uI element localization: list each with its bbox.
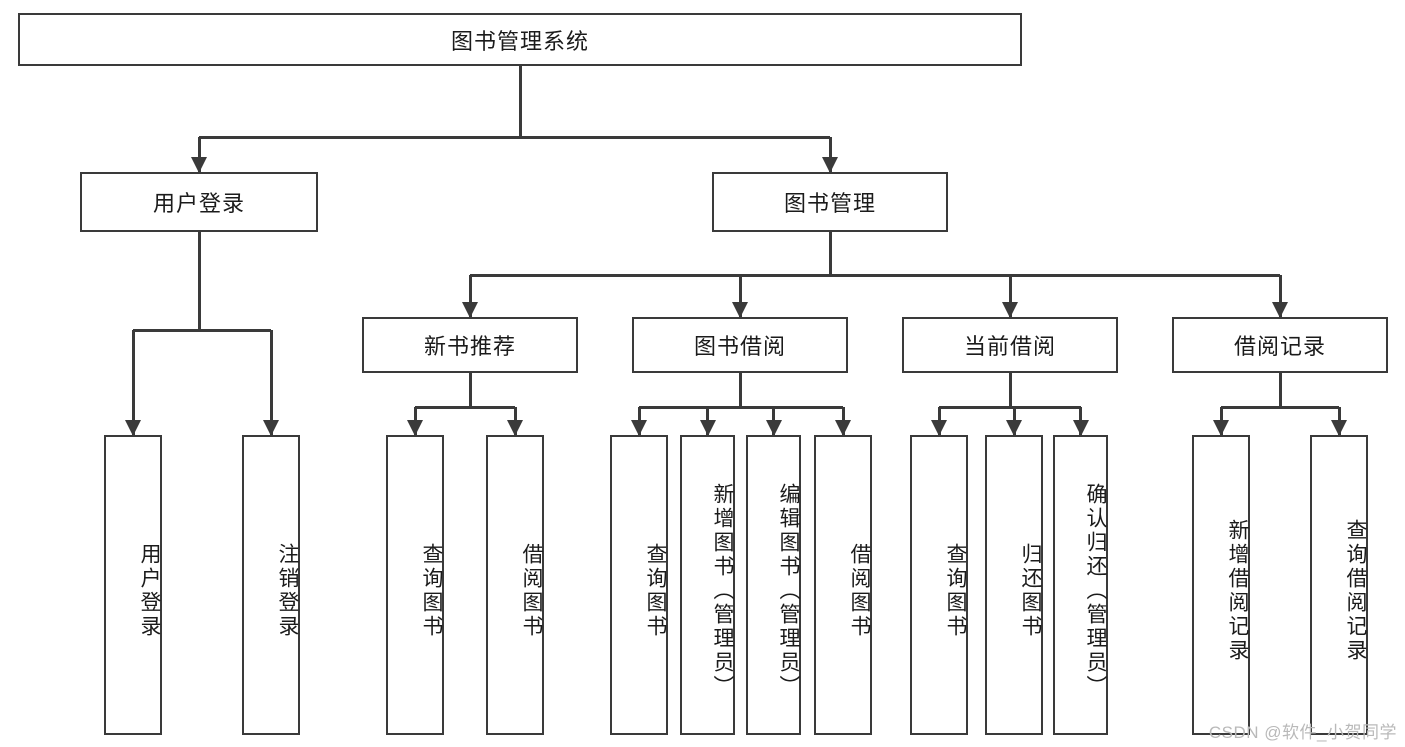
- connector-stem: [828, 232, 832, 275]
- node-leaf-6[interactable]: 编辑图书（管理员）: [746, 435, 801, 735]
- connector-drop: [828, 137, 832, 172]
- arrowhead-icon: [263, 420, 279, 436]
- arrowhead-icon: [699, 420, 716, 436]
- node-leaf-6-label: 编辑图书（管理员）: [777, 483, 800, 699]
- arrowhead-icon: [1213, 420, 1229, 436]
- node-leaf-5-label: 新增图书（管理员）: [711, 483, 734, 699]
- node-level2-1[interactable]: 图书管理: [712, 172, 948, 232]
- node-root-system[interactable]: 图书管理系统: [18, 13, 1022, 66]
- node-leaf-2-label: 查询图书: [420, 543, 443, 639]
- node-leaf-10-label: 确认归还（管理员）: [1084, 483, 1107, 699]
- connector-bus: [199, 135, 830, 139]
- node-level3-0[interactable]: 新书推荐: [362, 317, 578, 373]
- node-level3-3[interactable]: 借阅记录: [1172, 317, 1388, 373]
- connector-bus: [939, 405, 1081, 409]
- arrowhead-icon: [1331, 420, 1347, 436]
- arrowhead-icon: [631, 420, 647, 436]
- arrowhead-icon: [125, 420, 141, 436]
- connector-stem: [468, 373, 472, 407]
- arrowhead-icon: [407, 420, 423, 436]
- connector-stem: [738, 373, 742, 407]
- node-leaf-0[interactable]: 用户登录: [104, 435, 162, 735]
- connector-stem: [1278, 373, 1282, 407]
- node-leaf-5[interactable]: 新增图书（管理员）: [680, 435, 735, 735]
- connector-drop: [197, 137, 201, 172]
- connector-drop: [1008, 275, 1012, 317]
- arrowhead-icon: [835, 420, 851, 436]
- connector-drop: [738, 275, 742, 317]
- node-leaf-10[interactable]: 确认归还（管理员）: [1053, 435, 1108, 735]
- connector-stem: [518, 66, 522, 137]
- node-leaf-0-label: 用户登录: [138, 543, 161, 639]
- node-leaf-8-label: 查询图书: [944, 543, 967, 639]
- connector-drop: [269, 330, 273, 435]
- connector-drop: [131, 330, 135, 435]
- connector-drop: [1278, 275, 1282, 317]
- node-leaf-7[interactable]: 借阅图书: [814, 435, 872, 735]
- arrowhead-icon: [1002, 302, 1018, 318]
- connector-drop: [468, 275, 472, 317]
- node-leaf-9-label: 归还图书: [1019, 543, 1042, 639]
- connector-bus: [415, 405, 515, 409]
- node-leaf-1-label: 注销登录: [276, 543, 299, 639]
- arrowhead-icon: [1006, 420, 1022, 436]
- arrowhead-icon: [732, 302, 748, 318]
- arrowhead-icon: [462, 302, 478, 318]
- arrowhead-icon: [507, 420, 523, 436]
- node-leaf-4-label: 查询图书: [644, 543, 667, 639]
- connector-stem: [1008, 373, 1012, 407]
- node-leaf-11-label: 新增借阅记录: [1226, 519, 1249, 663]
- arrowhead-icon: [822, 157, 838, 173]
- arrowhead-icon: [191, 157, 207, 173]
- node-leaf-12[interactable]: 查询借阅记录: [1310, 435, 1368, 735]
- arrowhead-icon: [931, 420, 947, 436]
- node-level3-1[interactable]: 图书借阅: [632, 317, 848, 373]
- node-leaf-4[interactable]: 查询图书: [610, 435, 668, 735]
- node-leaf-12-label: 查询借阅记录: [1344, 519, 1367, 663]
- arrowhead-icon: [1072, 420, 1089, 436]
- node-leaf-1[interactable]: 注销登录: [242, 435, 300, 735]
- node-level3-2[interactable]: 当前借阅: [902, 317, 1118, 373]
- node-leaf-9[interactable]: 归还图书: [985, 435, 1043, 735]
- connector-stem: [197, 232, 201, 330]
- node-leaf-2[interactable]: 查询图书: [386, 435, 444, 735]
- node-leaf-7-label: 借阅图书: [848, 543, 871, 639]
- connector-bus: [470, 273, 1280, 277]
- node-leaf-3[interactable]: 借阅图书: [486, 435, 544, 735]
- node-leaf-3-label: 借阅图书: [520, 543, 543, 639]
- connector-bus: [133, 328, 271, 332]
- node-leaf-11[interactable]: 新增借阅记录: [1192, 435, 1250, 735]
- connector-bus: [639, 405, 843, 409]
- node-level2-0[interactable]: 用户登录: [80, 172, 318, 232]
- arrowhead-icon: [765, 420, 782, 436]
- arrowhead-icon: [1272, 302, 1288, 318]
- connector-bus: [1221, 405, 1339, 409]
- node-leaf-8[interactable]: 查询图书: [910, 435, 968, 735]
